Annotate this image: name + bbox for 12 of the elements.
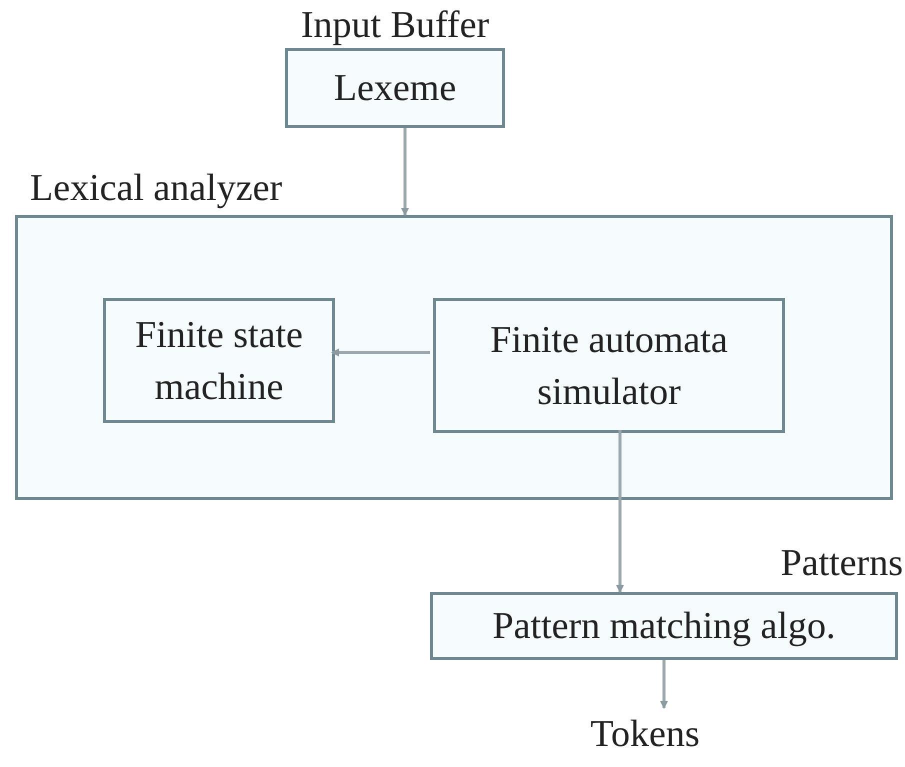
- box-label: Finite automata simulator: [489, 318, 729, 414]
- annotation-label: Patterns: [780, 541, 903, 586]
- output-label: Tokens: [585, 708, 705, 760]
- box-heading: Input Buffer: [300, 3, 490, 48]
- arrow: [401, 128, 409, 216]
- arrow: [331, 348, 430, 356]
- box-label: Lexeme: [332, 66, 458, 111]
- box-label: Finite state machine: [134, 312, 304, 410]
- box-heading: Lexical analyzer: [30, 166, 282, 211]
- arrow: [660, 660, 668, 709]
- arrow: [616, 430, 624, 593]
- box-label: Pattern matching algo.: [492, 604, 836, 649]
